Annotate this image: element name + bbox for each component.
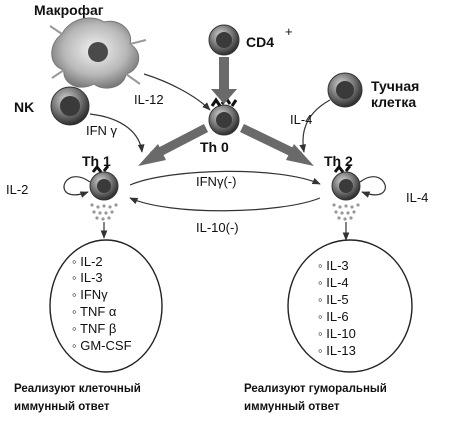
- cd4-cell: [208, 24, 240, 56]
- th1-cytokine-item: ◦ IL-3: [72, 270, 103, 285]
- th2-cytokine-item: ◦ IL-4: [318, 275, 349, 290]
- ifn-inhibit-label: IFNγ(-): [196, 174, 236, 189]
- th2-cytokine-item: ◦ IL-10: [318, 326, 356, 341]
- nk-cell: [50, 86, 90, 126]
- th1-cytokine-item: ◦ TNF β: [72, 321, 116, 336]
- th2-cytokine-item: ◦ IL-5: [318, 292, 349, 307]
- mast-cell-label-2: клетка: [371, 94, 416, 110]
- loop-il4: [359, 176, 386, 198]
- th2-cytokine-item: ◦ IL-3: [318, 258, 349, 273]
- th0-label: Th 0: [200, 139, 229, 155]
- macrophage-cell: [49, 17, 147, 89]
- th0-cell: [208, 95, 240, 136]
- macrophage-label: Макрофаг: [34, 2, 104, 18]
- th1-cytokine-list: ◦ IL-2 ◦ IL-3 ◦ IFNγ ◦ TNF α ◦ TNF β ◦ G…: [72, 254, 132, 353]
- arrow-ifn-inhibit: [129, 170, 321, 186]
- th2-label: Th 2: [324, 153, 353, 169]
- arrow-il4-mast: [299, 99, 331, 153]
- th1-cytokine-item: ◦ IFNγ: [72, 287, 108, 302]
- nk-label: NK: [14, 99, 34, 115]
- loop-il2: [63, 176, 91, 198]
- arrow-il10-inhibit: [129, 197, 321, 212]
- th1-cell: [89, 164, 119, 221]
- th1-label: Th 1: [82, 153, 111, 169]
- cd4-superscript: +: [285, 24, 293, 39]
- th1-cytokine-item: ◦ IL-2: [72, 254, 103, 269]
- il12-label: IL-12: [134, 92, 164, 107]
- il10-inhibit-label: IL-10(-): [196, 220, 239, 235]
- th1-cytokine-oval: [49, 239, 163, 373]
- arrow-cd4-to-th0: [211, 57, 237, 104]
- il4-mast-label: IL-4: [290, 112, 312, 127]
- th2-caption-line2: иммунный ответ: [244, 401, 340, 413]
- mast-cell-label-1: Тучная: [371, 78, 419, 94]
- arrow-th0-to-th1: [138, 124, 209, 166]
- th1-cytokine-item: ◦ GM-CSF: [72, 338, 132, 353]
- arrow-th0-to-th2: [240, 123, 314, 166]
- mast-cell: [327, 72, 363, 108]
- th2-cytokine-oval: [287, 239, 413, 373]
- th1-caption-line1: Реализуют клеточный: [14, 383, 141, 395]
- th2-cytokine-item: ◦ IL-6: [318, 309, 349, 324]
- th2-cell: [331, 164, 361, 221]
- th1-cytokine-item: ◦ TNF α: [72, 304, 117, 319]
- ifn-nk-label: IFN γ: [86, 123, 118, 138]
- th2-cytokine-list: ◦ IL-3 ◦ IL-4 ◦ IL-5 ◦ IL-6 ◦ IL-10 ◦ IL…: [318, 258, 356, 358]
- th2-cytokine-item: ◦ IL-13: [318, 343, 356, 358]
- th2-caption-line1: Реализуют гуморальный: [244, 383, 387, 395]
- il4-auto-label: IL-4: [406, 190, 428, 205]
- cd4-label: CD4: [246, 34, 274, 50]
- th1-caption-line2: иммунный ответ: [14, 401, 110, 413]
- arrow-il12: [143, 73, 211, 111]
- il2-auto-label: IL-2: [6, 182, 28, 197]
- arrow-ifn-nk: [89, 113, 145, 153]
